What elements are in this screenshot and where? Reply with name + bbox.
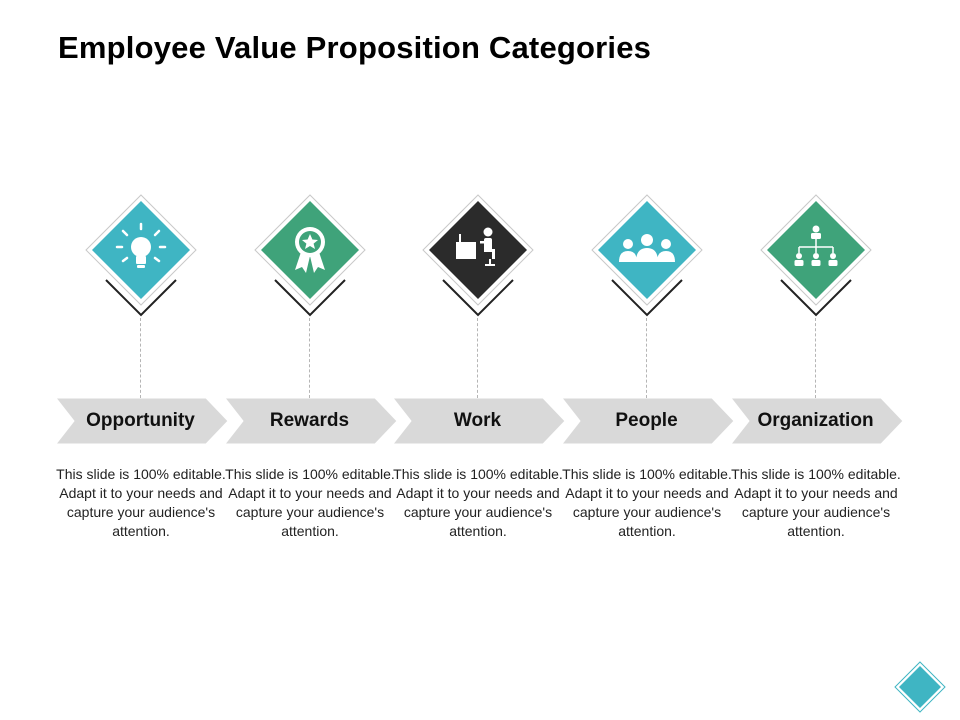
chevron-label: Organization xyxy=(757,410,874,431)
team-people-icon xyxy=(619,234,675,262)
chevron-label: Opportunity xyxy=(86,410,195,431)
diamond-badge xyxy=(56,192,226,322)
category-description: This slide is 100% editable. Adapt it to… xyxy=(731,466,901,539)
chevron-rewards: Rewards xyxy=(225,398,400,444)
diamond-badge xyxy=(562,192,732,322)
connector-line xyxy=(140,318,141,398)
category-people: People This slide is 100% editable. Adap… xyxy=(562,0,735,720)
diamond-badge xyxy=(225,192,395,322)
diamond-badge xyxy=(731,192,901,322)
chevron-label: People xyxy=(615,410,678,431)
chevron-people: People xyxy=(562,398,737,444)
connector-line xyxy=(815,318,816,398)
award-ribbon-icon xyxy=(295,227,325,273)
category-description: This slide is 100% editable. Adapt it to… xyxy=(562,466,732,539)
chevron-label: Rewards xyxy=(269,410,350,431)
category-work: Work This slide is 100% editable. Adapt … xyxy=(393,0,566,720)
category-description: This slide is 100% editable. Adapt it to… xyxy=(56,466,226,539)
chevron-opportunity: Opportunity xyxy=(56,398,231,444)
chevron-label: Work xyxy=(453,410,502,431)
org-chart-icon xyxy=(794,225,838,266)
chevron-organization: Organization xyxy=(731,398,906,444)
category-organization: Organization This slide is 100% editable… xyxy=(731,0,904,720)
corner-diamond-decoration xyxy=(894,661,946,713)
category-description: This slide is 100% editable. Adapt it to… xyxy=(393,466,563,539)
category-description: This slide is 100% editable. Adapt it to… xyxy=(225,466,395,539)
person-at-desk-icon xyxy=(456,227,495,266)
chevron-work: Work xyxy=(393,398,568,444)
category-rewards: Rewards This slide is 100% editable. Ada… xyxy=(225,0,398,720)
diamond-badge xyxy=(393,192,563,322)
lightbulb-icon xyxy=(115,222,167,268)
connector-line xyxy=(309,318,310,398)
connector-line xyxy=(477,318,478,398)
page-title: Employee Value Proposition Categories xyxy=(58,30,652,65)
category-opportunity: Opportunity This slide is 100% editable.… xyxy=(56,0,229,720)
connector-line xyxy=(646,318,647,398)
